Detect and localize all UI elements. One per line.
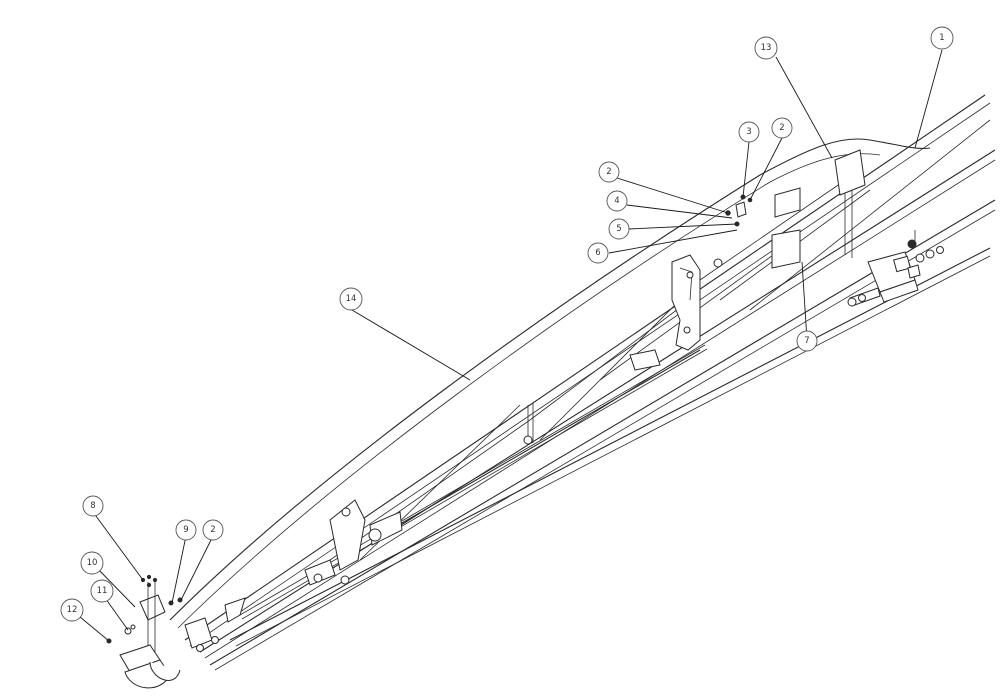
svg-text:4: 4 [614,196,619,206]
callout-14: 14 [339,287,363,311]
svg-text:1: 1 [939,33,944,43]
outer-breakaway-assembly [106,574,246,689]
callout-4: 4 [606,190,628,212]
callout-2: 2 [202,519,224,541]
svg-text:12: 12 [67,605,78,615]
callout-6: 6 [587,242,609,264]
svg-text:13: 13 [761,43,772,53]
callout-9: 9 [175,519,197,541]
svg-text:3: 3 [746,127,751,137]
inner-mount-plate [771,149,866,269]
plumbing-fittings [847,230,944,307]
svg-text:10: 10 [87,558,98,568]
svg-text:9: 9 [183,525,188,535]
svg-text:2: 2 [606,167,611,177]
callout-2: 2 [598,161,620,183]
callout-8: 8 [82,495,104,517]
callout-12: 12 [60,598,84,622]
svg-text:7: 7 [804,336,809,346]
center-hinge-bracket [523,254,723,445]
svg-text:5: 5 [616,224,621,234]
callout-2: 2 [771,117,793,139]
leader-lines [73,49,943,642]
small-hardware-top [725,194,753,227]
svg-text:11: 11 [97,586,108,596]
callout-7: 7 [796,330,818,352]
callout-5: 5 [608,218,630,240]
svg-text:6: 6 [595,248,600,258]
boom-frame [169,94,996,671]
svg-text:8: 8 [90,501,95,511]
svg-text:2: 2 [210,525,215,535]
callout-3: 3 [738,121,760,143]
svg-text:14: 14 [346,294,357,304]
mid-hinge-bracket [304,499,403,586]
callout-11: 11 [90,579,114,603]
callout-balloons: 1 13 3 2 2 4 5 6 7 14 8 9 2 10 11 1 [60,26,954,622]
callout-10: 10 [80,551,104,575]
callout-1: 1 [930,26,954,50]
callout-13: 13 [754,36,778,60]
svg-text:2: 2 [779,123,784,133]
